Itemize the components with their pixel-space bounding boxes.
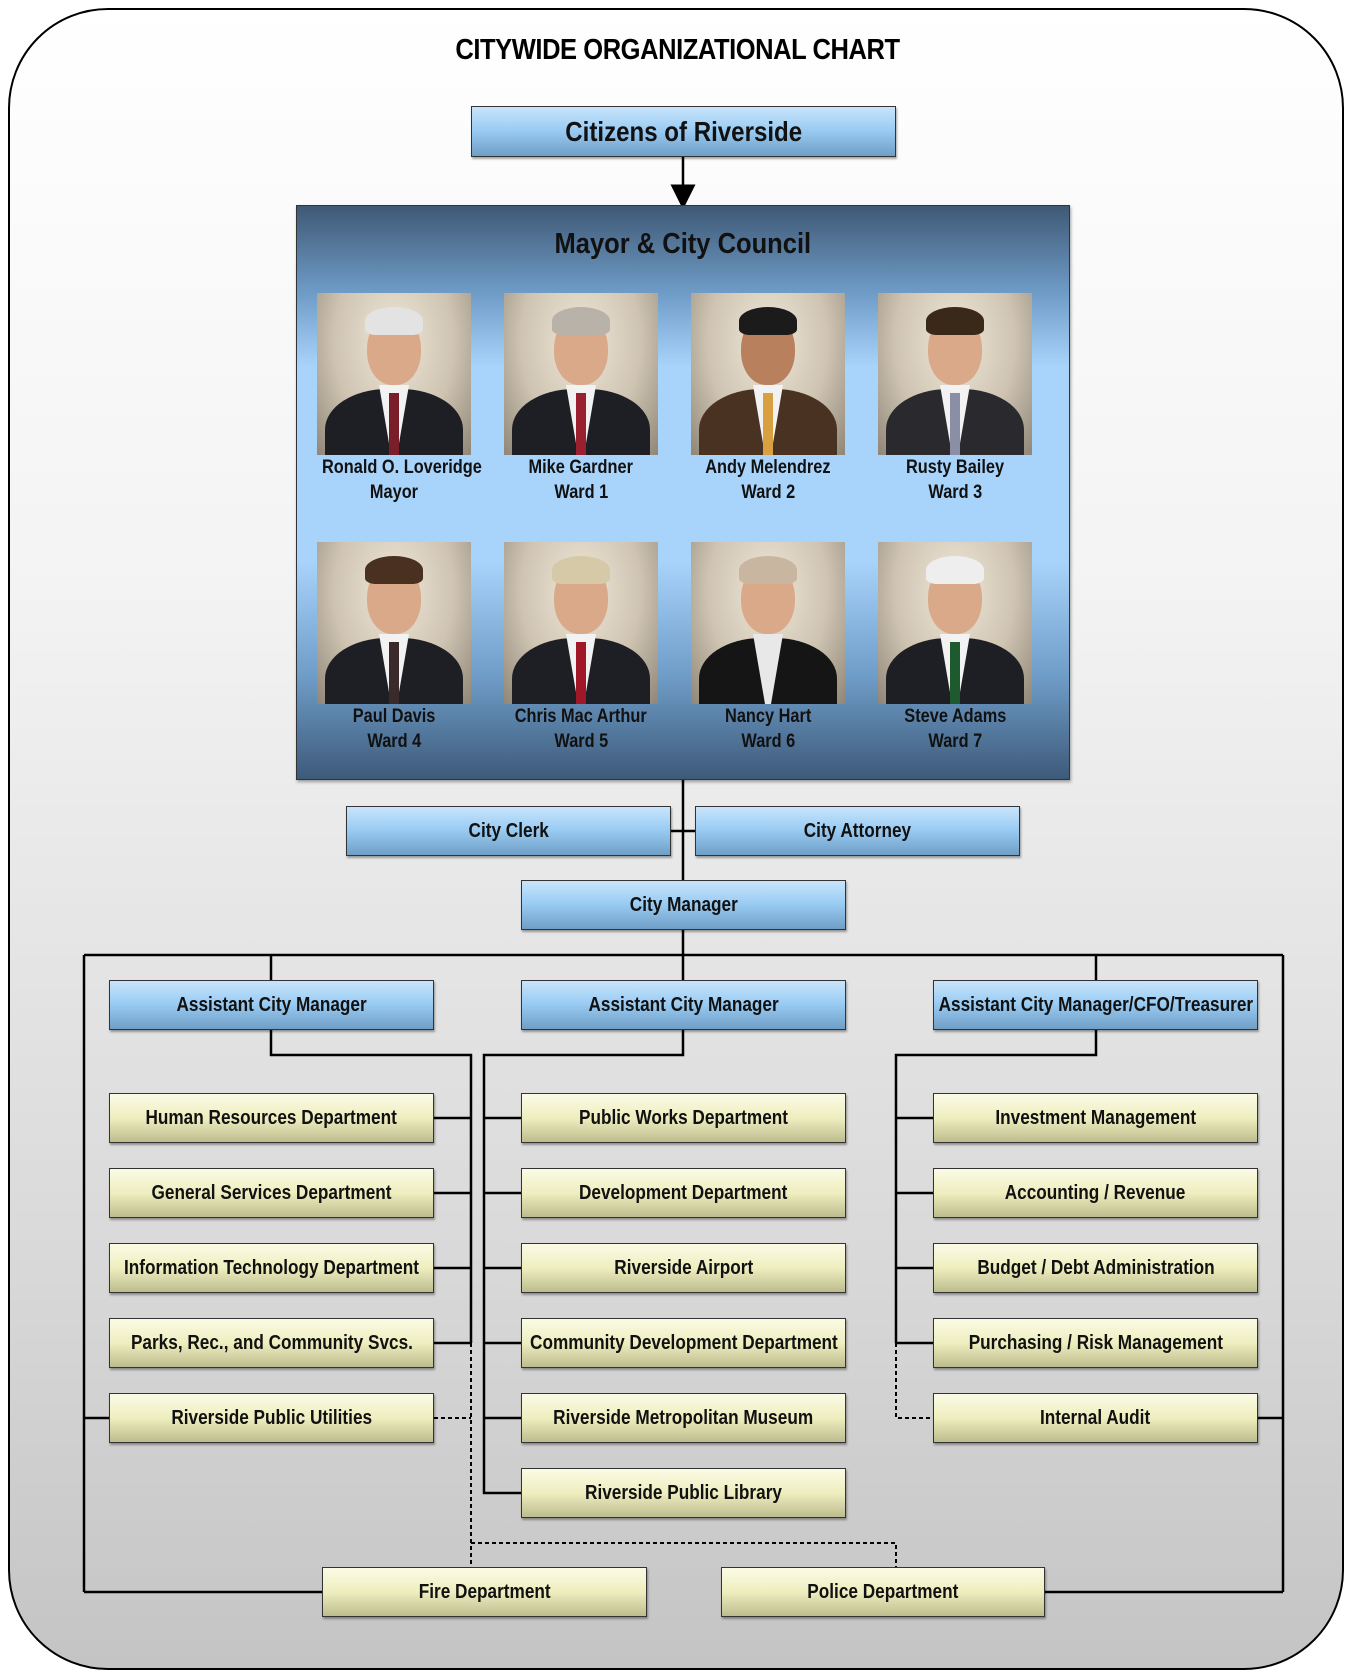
member-name: Rusty Bailey — [905, 457, 1005, 478]
city-clerk-box: City Clerk — [346, 806, 671, 856]
member-role: Ward 4 — [367, 731, 421, 752]
council-title: Mayor & City Council — [554, 228, 812, 260]
member-role: Ward 6 — [741, 731, 795, 752]
member-name: Steve Adams — [903, 706, 1007, 727]
department-box: Riverside Public Library — [521, 1468, 846, 1518]
assistant-city-manager-cfo-box: Assistant City Manager/CFO/Treasurer — [933, 980, 1258, 1030]
department-box: Parks, Rec., and Community Svcs. — [109, 1318, 434, 1368]
member-name: Mike Gardner — [528, 457, 634, 478]
member-role: Ward 3 — [928, 482, 982, 503]
department-box: Investment Management — [933, 1093, 1258, 1143]
member-role: Ward 2 — [741, 482, 795, 503]
council-member: Chris Mac Arthur Ward 5 — [496, 542, 666, 754]
member-role: Ward 1 — [554, 482, 608, 503]
department-box: Purchasing / Risk Management — [933, 1318, 1258, 1368]
council-member: Mike Gardner Ward 1 — [496, 293, 666, 505]
member-role: Ward 7 — [928, 731, 982, 752]
member-photo — [317, 542, 471, 704]
department-box: Internal Audit — [933, 1393, 1258, 1443]
member-role: Ward 5 — [554, 731, 608, 752]
member-photo — [878, 542, 1032, 704]
department-box: Riverside Metropolitan Museum — [521, 1393, 846, 1443]
member-photo — [504, 293, 658, 455]
page-title: CITYWIDE ORGANIZATIONAL CHART — [455, 34, 900, 66]
department-box: Information Technology Department — [109, 1243, 434, 1293]
department-box: Public Works Department — [521, 1093, 846, 1143]
member-name: Paul Davis — [352, 706, 436, 727]
department-box: General Services Department — [109, 1168, 434, 1218]
council-member: Andy Melendrez Ward 2 — [683, 293, 853, 505]
member-photo — [504, 542, 658, 704]
council-panel: Mayor & City Council Ronald O. Loveridge… — [296, 205, 1070, 780]
council-member: Steve Adams Ward 7 — [870, 542, 1040, 754]
department-box: Community Development Department — [521, 1318, 846, 1368]
police-department-box: Police Department — [721, 1567, 1045, 1617]
member-name: Ronald O. Loveridge — [322, 457, 482, 478]
council-member: Nancy Hart Ward 6 — [683, 542, 853, 754]
member-role: Mayor — [369, 482, 419, 503]
department-box: Human Resources Department — [109, 1093, 434, 1143]
assistant-city-manager-box: Assistant City Manager — [109, 980, 434, 1030]
department-box: Accounting / Revenue — [933, 1168, 1258, 1218]
member-photo — [691, 293, 845, 455]
member-name: Andy Melendrez — [705, 457, 831, 478]
city-attorney-box: City Attorney — [695, 806, 1020, 856]
member-name: Nancy Hart — [724, 706, 812, 727]
council-member: Ronald O. Loveridge Mayor — [309, 293, 482, 505]
department-box: Budget / Debt Administration — [933, 1243, 1258, 1293]
department-box: Riverside Public Utilities — [109, 1393, 434, 1443]
member-photo — [691, 542, 845, 704]
member-name: Chris Mac Arthur — [515, 706, 647, 727]
citizens-box: Citizens of Riverside — [471, 106, 896, 157]
department-box: Development Department — [521, 1168, 846, 1218]
city-manager-box: City Manager — [521, 880, 846, 930]
member-photo — [317, 293, 471, 455]
fire-department-box: Fire Department — [322, 1567, 647, 1617]
council-member: Rusty Bailey Ward 3 — [870, 293, 1040, 505]
assistant-city-manager-box: Assistant City Manager — [521, 980, 846, 1030]
department-box: Riverside Airport — [521, 1243, 846, 1293]
member-photo — [878, 293, 1032, 455]
council-member: Paul Davis Ward 4 — [309, 542, 479, 754]
